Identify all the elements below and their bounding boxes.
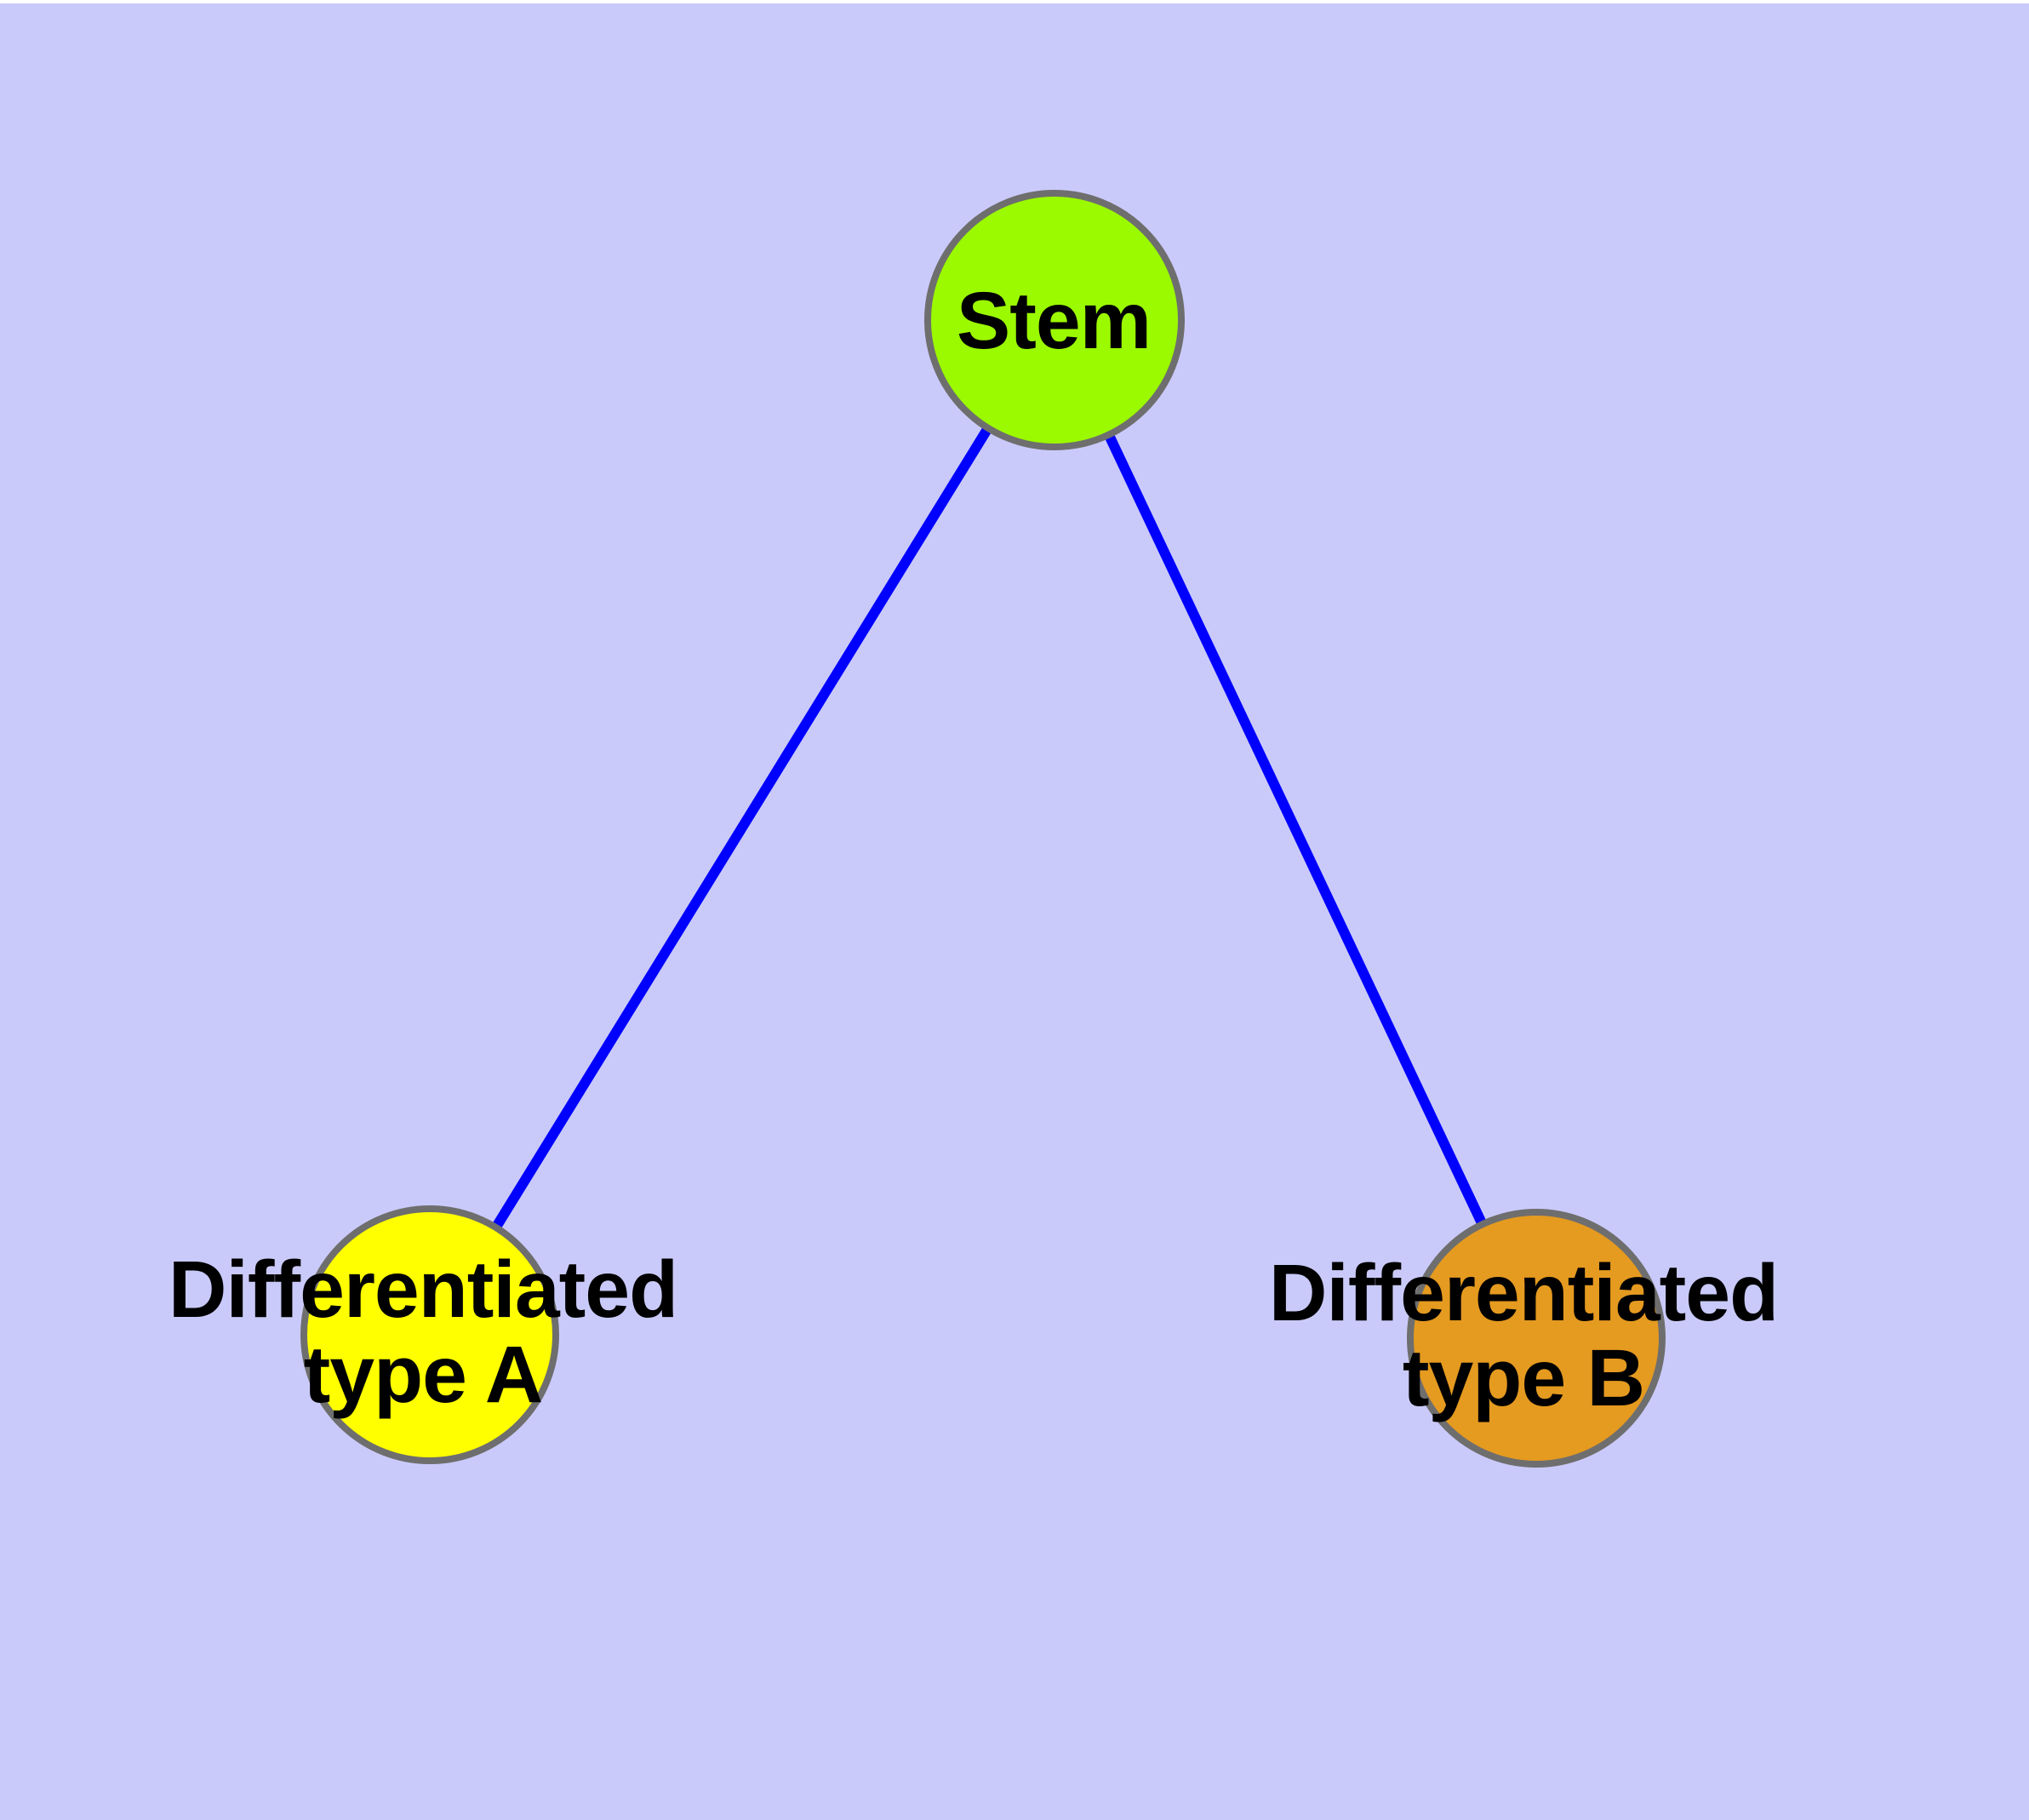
type-b-node-circle[interactable] xyxy=(1407,1209,1666,1468)
edge-stem-to-type-b xyxy=(1049,318,1541,1341)
edge-stem-to-type-a xyxy=(425,317,1060,1338)
type-a-node-circle[interactable] xyxy=(300,1205,559,1464)
stem-node-circle[interactable] xyxy=(924,190,1185,450)
